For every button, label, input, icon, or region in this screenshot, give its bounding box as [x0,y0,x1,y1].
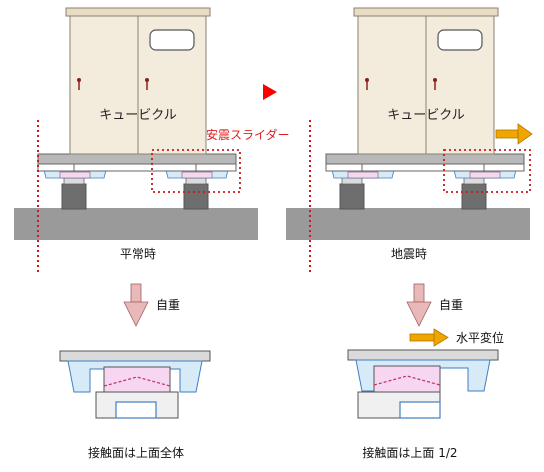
contact-pad-quake [399,401,441,419]
ground-slab [14,208,258,240]
weight-label-normal: 自重 [156,298,180,312]
pedestal-right [183,183,209,210]
contact-half-caption: 接触面は上面 1/2 [362,445,457,460]
door-handle-left-quake-icon [365,78,369,90]
pedestal-left [61,183,87,210]
cubicle-label-quake: キュービクル [387,108,465,123]
slider-highlight-box-quake [443,149,531,193]
weight-label-quake: 自重 [439,298,463,312]
ground-slab-quake [286,208,530,240]
cubicle-window-quake [437,29,483,51]
door-handle-right-icon [145,78,149,90]
play-arrow-icon [263,84,277,100]
normal-panel: キュービクル 安震スライダー 平常時 [14,7,290,272]
weight-arrow-quake-icon [406,283,432,327]
cubicle-window [149,29,195,51]
normal-caption: 平常時 [120,247,156,261]
contact-full-caption: 接触面は上面全体 [88,445,184,460]
horizontal-arrow-icon [409,328,449,347]
door-handle-right-quake-icon [433,78,437,90]
slider-unit-left [43,169,107,185]
pedestal-left-quake [339,183,365,210]
detail-normal: 自重 接触面は上面全体 [59,283,211,460]
quake-panel: キュービクル 地震時 [286,7,533,272]
top-plate-quake [347,349,499,361]
slider-unit-right-quake [453,169,517,185]
slider-unit-right [165,169,229,185]
cubicle-roof [65,7,211,17]
detail-quake: 自重 水平変位 接触面は上面 1/2 [347,283,504,460]
base-frame [37,153,237,165]
cubicle-roof-quake [353,7,499,17]
slider-block-quake [373,365,441,395]
top-plate [59,350,211,362]
base-frame-quake [325,153,525,165]
slider-block [103,366,171,396]
slider-callout-label: 安震スライダー [206,127,290,142]
contact-pad [115,401,157,419]
weight-arrow-icon [123,283,149,327]
cubicle-label-normal: キュービクル [99,108,177,123]
slider-unit-left-quake [331,169,395,185]
pedestal-right-quake [461,183,487,210]
door-handle-left-icon [77,78,81,90]
horizontal-label: 水平変位 [456,330,504,345]
quake-caption: 地震時 [391,247,427,261]
displacement-arrow-icon [495,123,533,145]
